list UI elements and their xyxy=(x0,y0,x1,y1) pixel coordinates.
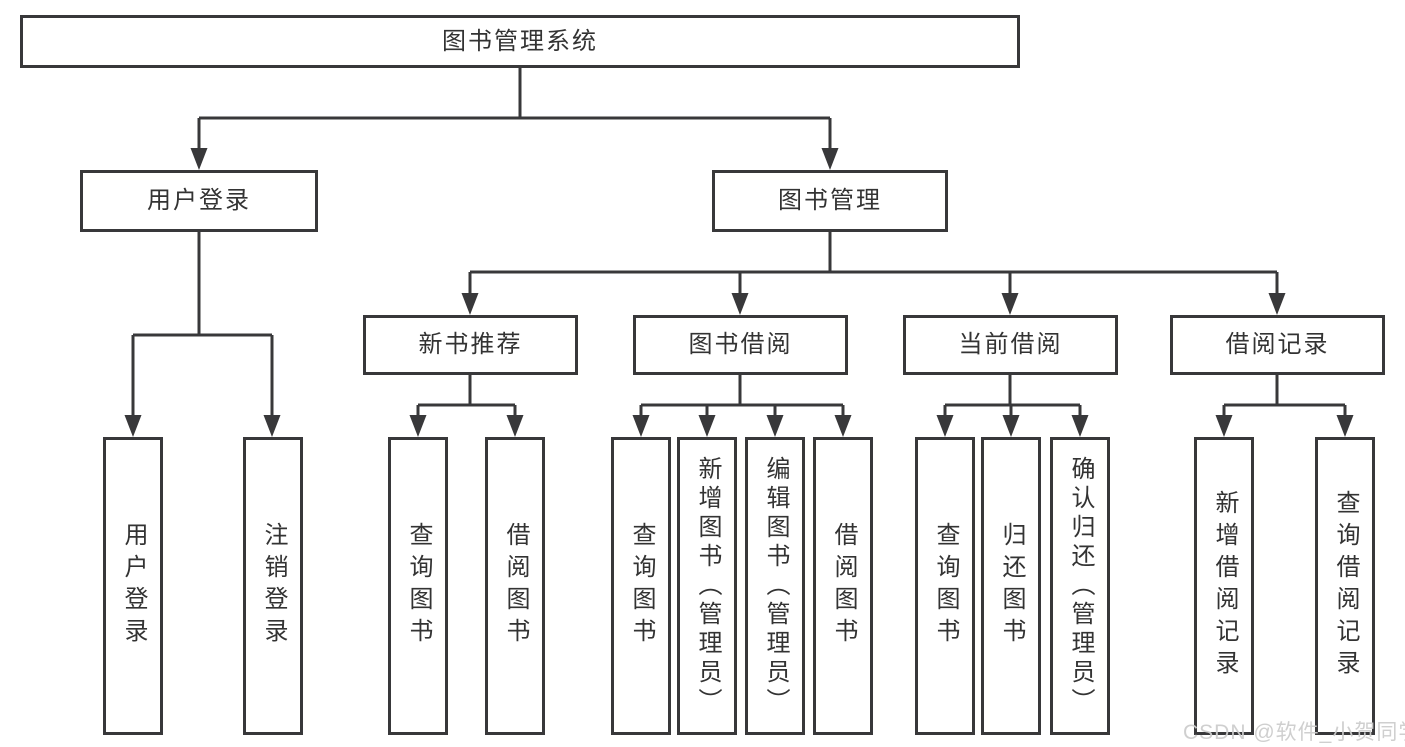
node-current-borrow: 当前借阅 xyxy=(903,315,1118,375)
leaf-borrow-books-recommend: 借阅图书 xyxy=(485,437,545,735)
node-new-book-recommend: 新书推荐 xyxy=(363,315,578,375)
leaf-add-borrow-record: 新增借阅记录 xyxy=(1194,437,1254,735)
connector-borrow-records-to-leaves xyxy=(1222,375,1347,433)
connector-current-borrow-to-leaves xyxy=(943,375,1082,433)
leaf-user-login: 用户登录 xyxy=(103,437,163,735)
csdn-watermark: CSDN @软件_小贺同学 xyxy=(1183,721,1405,744)
leaf-logout: 注销登录 xyxy=(243,437,303,735)
leaf-edit-book-admin: 编辑图书（管理员） xyxy=(745,437,805,735)
node-label: 查询图书 xyxy=(932,522,959,650)
node-label: 确认归还（管理员） xyxy=(1067,455,1094,717)
node-label: 查询图书 xyxy=(405,522,432,650)
node-book-borrow: 图书借阅 xyxy=(633,315,848,375)
node-label: 查询借阅记录 xyxy=(1332,490,1359,682)
node-label: 查询图书 xyxy=(628,522,655,650)
node-label: 用户登录 xyxy=(147,187,251,214)
node-label: 新书推荐 xyxy=(418,331,523,358)
node-library-management-system: 图书管理系统 xyxy=(20,15,1020,68)
node-label: 编辑图书（管理员） xyxy=(762,455,789,717)
connector-book-management-to-level3 xyxy=(468,232,1279,311)
leaf-return-books: 归还图书 xyxy=(981,437,1041,735)
node-label: 借阅记录 xyxy=(1225,331,1330,358)
connector-book-borrow-to-leaves xyxy=(639,375,845,433)
node-label: 新增图书（管理员） xyxy=(694,455,721,717)
node-label: 借阅图书 xyxy=(502,522,529,650)
node-label: 注销登录 xyxy=(260,522,287,650)
leaf-query-borrow-record: 查询借阅记录 xyxy=(1315,437,1375,735)
node-label: 用户登录 xyxy=(120,522,147,650)
leaf-confirm-return-admin: 确认归还（管理员） xyxy=(1050,437,1110,735)
node-label: 归还图书 xyxy=(998,522,1025,650)
leaf-query-books-recommend: 查询图书 xyxy=(388,437,448,735)
leaf-query-books-current: 查询图书 xyxy=(915,437,975,735)
node-borrow-records: 借阅记录 xyxy=(1170,315,1385,375)
node-user-login: 用户登录 xyxy=(80,170,318,232)
leaf-query-books-borrow: 查询图书 xyxy=(611,437,671,735)
connector-root-to-level2 xyxy=(197,68,832,166)
node-label: 当前借阅 xyxy=(958,331,1063,358)
node-label: 借阅图书 xyxy=(830,522,857,650)
node-label: 新增借阅记录 xyxy=(1211,490,1238,682)
connector-user-login-to-leaves xyxy=(131,232,274,433)
leaf-add-book-admin: 新增图书（管理员） xyxy=(677,437,737,735)
node-label: 图书管理系统 xyxy=(442,27,598,55)
node-label: 图书借阅 xyxy=(688,331,793,358)
connector-new-book-recommend-to-leaves xyxy=(416,375,517,433)
leaf-borrow-books: 借阅图书 xyxy=(813,437,873,735)
node-label: 图书管理 xyxy=(778,187,882,214)
node-book-management: 图书管理 xyxy=(712,170,948,232)
